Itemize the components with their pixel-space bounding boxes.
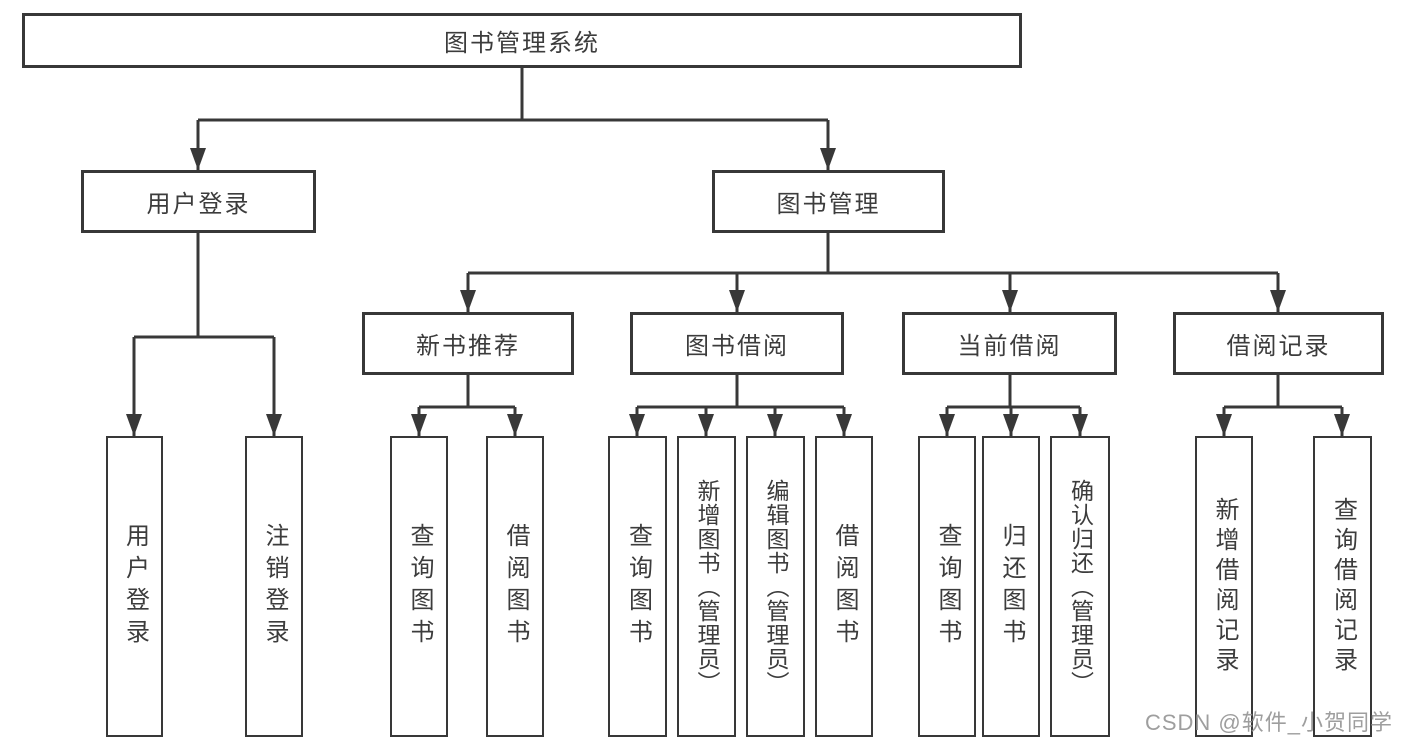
edge-user-login-children (132, 233, 276, 436)
leaf-label: 归还图书 (998, 522, 1025, 651)
arrow-down-icon (629, 414, 645, 436)
arrow-down-icon (767, 414, 783, 436)
node-book-borrowing: 图书借阅 (630, 312, 844, 375)
arrow-down-icon (266, 414, 282, 436)
leaf-return-book: 归还图书 (982, 436, 1040, 737)
leaf-label: 借阅图书 (502, 522, 529, 651)
leaf-label: 查询图书 (934, 522, 961, 651)
arrow-down-icon (1334, 414, 1350, 436)
leaf-logout: 注销登录 (245, 436, 303, 737)
node-borrowing-records: 借阅记录 (1173, 312, 1384, 375)
arrow-down-icon (729, 290, 745, 312)
node-book-management: 图书管理 (712, 170, 945, 233)
leaf-query-borrow-record: 查询借阅记录 (1313, 436, 1372, 737)
arrow-down-icon (126, 414, 142, 436)
arrow-down-icon (190, 148, 206, 170)
edge-new-book-children (417, 375, 517, 436)
leaf-label: 用户登录 (121, 522, 149, 651)
leaf-edit-book-admin: 编辑图书（管理员） (746, 436, 805, 737)
leaf-user-login: 用户登录 (106, 436, 163, 737)
leaf-query-books-current: 查询图书 (918, 436, 976, 737)
node-new-book-recommendation: 新书推荐 (362, 312, 574, 375)
arrow-down-icon (507, 414, 523, 436)
leaf-label: 编辑图书（管理员） (763, 478, 789, 695)
leaf-label: 新增借阅记录 (1211, 496, 1238, 677)
node-user-login: 用户登录 (81, 170, 316, 233)
arrow-down-icon (1216, 414, 1232, 436)
arrow-down-icon (698, 414, 714, 436)
node-library-management-system: 图书管理系统 (22, 13, 1022, 68)
leaf-label: 确认归还（管理员） (1067, 478, 1094, 695)
arrow-down-icon (460, 290, 476, 312)
leaf-add-borrow-record: 新增借阅记录 (1195, 436, 1253, 737)
node-current-borrowing: 当前借阅 (902, 312, 1117, 375)
leaf-borrow-books: 借阅图书 (815, 436, 873, 737)
arrow-down-icon (820, 148, 836, 170)
leaf-label: 新增图书（管理员） (694, 478, 720, 695)
leaf-add-book-admin: 新增图书（管理员） (677, 436, 736, 737)
csdn-watermark: CSDN @软件_小贺同学 (1144, 710, 1393, 735)
leaf-label: 查询图书 (624, 522, 652, 651)
edge-root-to-level2 (196, 68, 830, 170)
edge-book-borrow-children (635, 375, 846, 436)
leaf-query-books-borrow: 查询图书 (608, 436, 667, 737)
leaf-label: 注销登录 (261, 522, 288, 651)
leaf-label: 查询借阅记录 (1329, 496, 1357, 677)
arrow-down-icon (836, 414, 852, 436)
arrow-down-icon (1072, 414, 1088, 436)
leaf-query-books-recommend: 查询图书 (390, 436, 448, 737)
arrow-down-icon (1270, 290, 1286, 312)
edge-borrow-record-children (1222, 375, 1344, 436)
arrow-down-icon (1003, 414, 1019, 436)
arrow-down-icon (1002, 290, 1018, 312)
arrowhead-icons (126, 148, 1350, 436)
leaf-label: 借阅图书 (831, 522, 858, 651)
leaf-borrow-books-recommend: 借阅图书 (486, 436, 544, 737)
leaf-label: 查询图书 (406, 522, 433, 651)
arrow-down-icon (411, 414, 427, 436)
edge-book-management-children (466, 233, 1280, 312)
leaf-confirm-return-admin: 确认归还（管理员） (1050, 436, 1110, 737)
connector-edges (132, 68, 1344, 436)
arrow-down-icon (939, 414, 955, 436)
